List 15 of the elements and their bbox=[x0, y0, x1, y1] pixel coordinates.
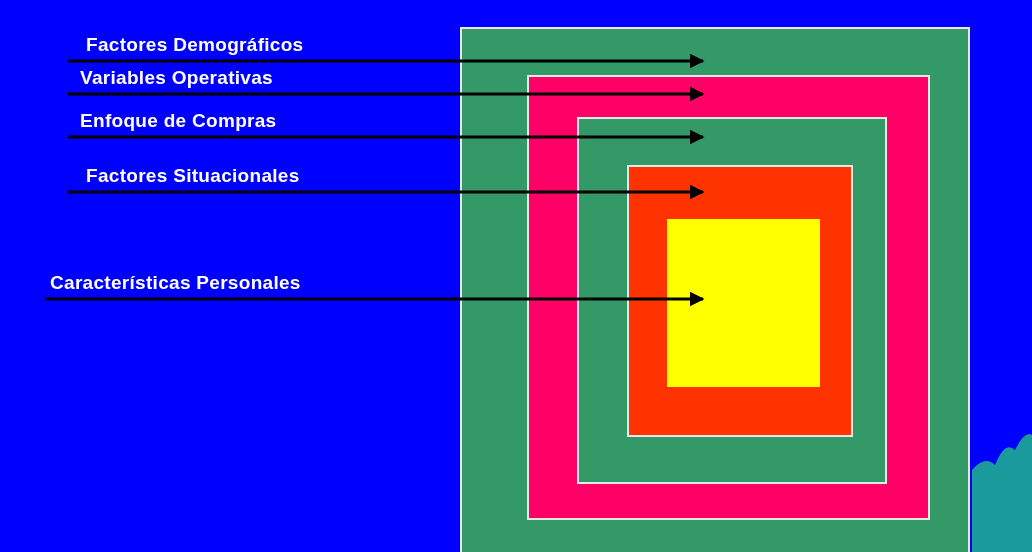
layer-rectangle bbox=[667, 219, 820, 387]
layer-label: Factores Situacionales bbox=[86, 165, 300, 187]
layer-label: Factores Demográficos bbox=[86, 34, 304, 56]
arrow bbox=[68, 129, 705, 145]
arrow bbox=[45, 291, 705, 307]
layer-label: Variables Operativas bbox=[80, 67, 273, 89]
arrow bbox=[68, 53, 705, 69]
arrow bbox=[68, 86, 705, 102]
arrow bbox=[68, 184, 705, 200]
layer-rectangle bbox=[577, 117, 887, 484]
layer-rectangle bbox=[627, 165, 853, 437]
layer-rectangle bbox=[527, 75, 930, 520]
layer-label: Enfoque de Compras bbox=[80, 110, 277, 132]
layer-rectangle bbox=[460, 27, 970, 552]
layer-label: Características Personales bbox=[50, 272, 301, 294]
